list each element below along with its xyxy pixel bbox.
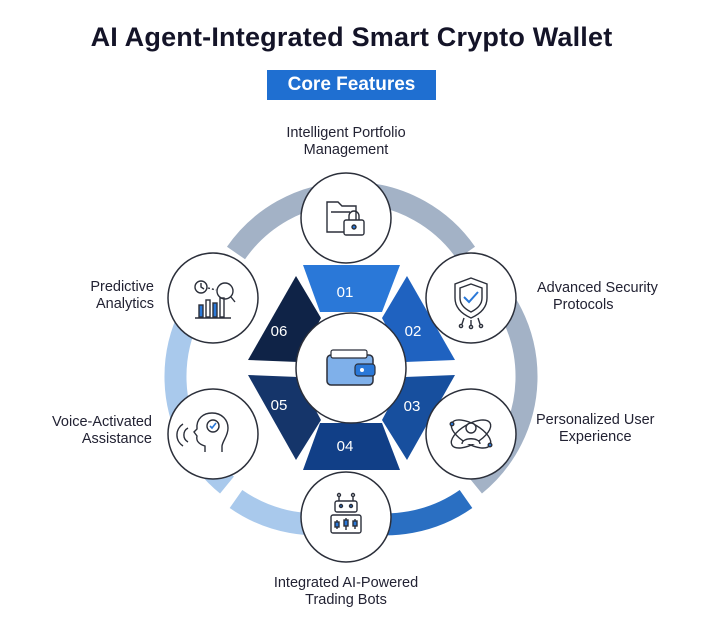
feature-label-03: Personalized User Experience [536,412,696,446]
feature-label-06: Predictive Analytics [0,279,154,313]
voice-head-icon [176,412,229,452]
feature-label-04-line2: Trading Bots [305,592,387,608]
feature-circle-06 [167,252,259,344]
feature-label-06-line2: Analytics [95,296,154,312]
segment-number-04: 04 [337,438,354,455]
segment-03 [382,375,455,460]
segment-number-05: 05 [271,397,288,414]
analytics-chart-icon [194,280,236,319]
segment-04 [303,423,400,470]
shield-check-icon [454,277,488,330]
feature-label-02: Advanced Security Protocols [537,280,697,314]
feature-label-02-line1: Advanced Security [537,280,658,296]
feature-label-04: Integrated AI-Powered Trading Bots [251,575,441,609]
feature-label-03-line2: Experience [559,429,632,445]
segment-02 [382,276,455,362]
segment-number-06: 06 [271,323,288,340]
feature-label-01-line2: Management [303,142,389,158]
segment-05 [248,375,321,460]
feature-label-01-line1: Intelligent Portfolio [286,125,406,141]
feature-circle-04 [300,471,392,563]
page-title: AI Agent-Integrated Smart Crypto Wallet [90,22,613,52]
segment-number-02: 02 [405,323,422,340]
feature-label-02-line2: Protocols [553,297,614,313]
feature-label-06-line1: Predictive [90,279,154,295]
feature-label-05: Voice-Activated Assistance [0,414,152,448]
feature-circle-01 [300,172,392,264]
user-orbit-icon [449,419,493,449]
feature-label-05-line1: Voice-Activated [52,414,152,430]
portfolio-folder-lock-icon [326,201,365,236]
feature-label-03-line1: Personalized User [536,412,655,428]
center-hub [295,312,407,424]
wallet-icon [326,349,376,386]
feature-circle-05 [167,388,259,480]
robot-chart-icon [330,492,362,534]
feature-circle-03 [425,388,517,480]
feature-label-04-line1: Integrated AI-Powered [273,575,419,591]
subtitle-badge: Core Features [267,70,436,100]
segments [248,265,455,470]
segment-number-01: 01 [337,284,354,301]
feature-label-05-line2: Assistance [81,431,152,447]
feature-circle-02 [425,252,517,344]
segment-01 [303,265,400,312]
feature-label-01: Intelligent Portfolio Management [251,125,441,159]
segment-number-03: 03 [404,398,421,415]
